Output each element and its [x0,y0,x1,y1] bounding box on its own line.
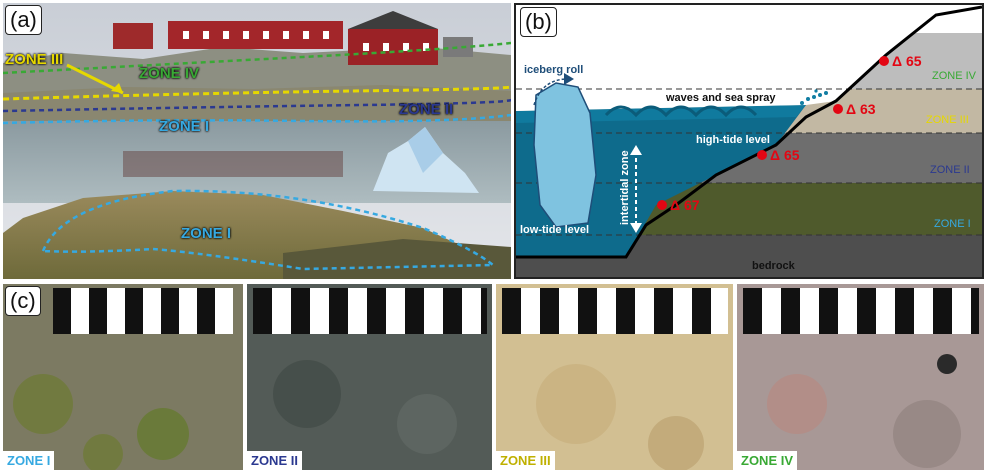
zone-iv-side-label: ZONE IV [932,70,977,82]
texture-tile-zone-i: (c) ZONE I [3,284,243,470]
bedrock-label: bedrock [752,260,796,272]
tile-tag-zone-iii: ZONE III [496,451,555,470]
high-tide-label: high-tide level [696,134,770,146]
panel-a-label: (a) [5,5,42,35]
waves-label: waves and sea spray [665,92,776,104]
iceberg [533,82,597,228]
iceberg-roll-label: iceberg roll [524,64,583,76]
intertidal-zone-label: intertidal zone [619,150,631,225]
coastline [516,5,982,259]
sample-label-zone-ii: Δ 65 [770,147,800,163]
harbour-photo [3,3,511,279]
low-tide-label: low-tide level [520,224,589,236]
zone-i-label-lower: ZONE I [181,225,232,242]
sample-label-zone-iv: Δ 65 [892,53,922,69]
texture-tile-zone-iv: ZONE IV [737,284,984,470]
coastal-zone-diagram: iceberg roll waves and sea spray high-ti… [516,5,982,277]
scale-ruler-iv [743,288,979,334]
zone-iii-label: ZONE III [5,51,64,68]
panel-b-diagram: iceberg roll waves and sea spray high-ti… [514,3,984,279]
zone-ii-side-label: ZONE II [930,164,970,176]
scale-ruler-i [53,288,233,334]
scale-ruler-iii [502,288,728,334]
panel-b-label: (b) [520,7,557,37]
tile-tag-zone-iv: ZONE IV [737,451,798,470]
panel-c-label: (c) [5,286,41,316]
tile-tag-zone-i: ZONE I [3,451,55,470]
texture-tile-zone-ii: ZONE II [247,284,492,470]
sample-label-zone-iii: Δ 63 [846,101,876,117]
zone-iv-label: ZONE IV [139,65,200,82]
zone-i-side-label: ZONE I [934,218,971,230]
zone-iii-side-label: ZONE III [926,114,969,126]
sample-label-zone-i: Δ 67 [670,197,700,213]
scale-ruler-ii [253,288,487,334]
zone-ii-label: ZONE II [399,101,454,118]
tile-tag-zone-ii: ZONE II [247,451,302,470]
zone-i-label-upper: ZONE I [159,118,210,135]
panel-a-photo: (a) ZONE III ZONE IV ZONE II ZONE I ZONE… [3,3,511,279]
texture-tile-zone-iii: ZONE III [496,284,733,470]
